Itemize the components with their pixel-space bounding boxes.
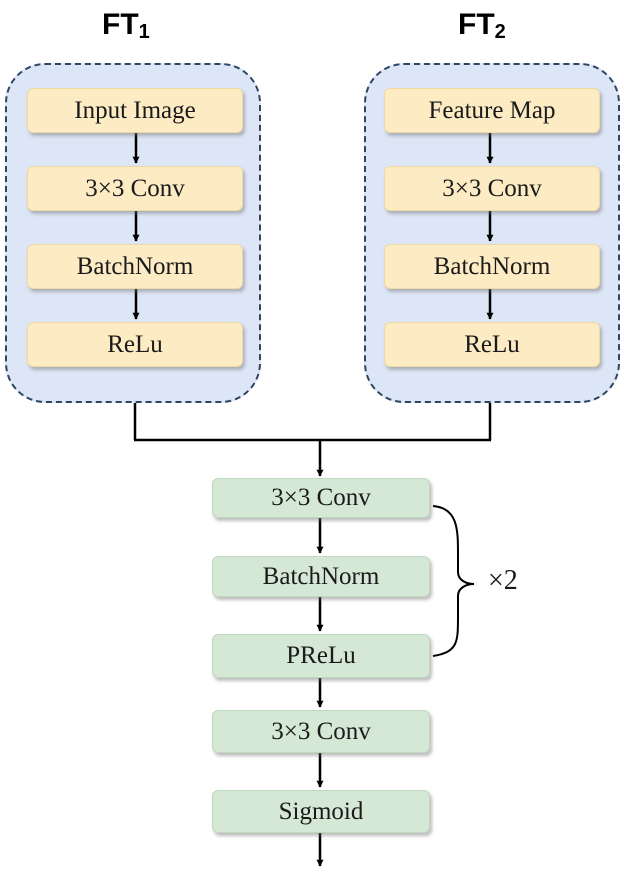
ft1-title: FT — [102, 8, 139, 41]
ft1-step-batchnorm: BatchNorm — [27, 244, 243, 289]
fusion-step-conv-2: 3×3 Conv — [212, 710, 430, 753]
ft2-subscript: 2 — [494, 21, 506, 43]
ft2-step-batchnorm: BatchNorm — [384, 244, 600, 289]
fusion-step-prelu: PReLu — [212, 634, 430, 678]
ft2-title: FT — [458, 8, 495, 41]
ft2-step-relu: ReLu — [384, 322, 600, 367]
fusion-step-conv-1: 3×3 Conv — [212, 478, 430, 518]
fusion-step-sigmoid: Sigmoid — [212, 790, 430, 833]
ft2-heading: FT2 — [458, 8, 506, 43]
ft1-step-input-image: Input Image — [27, 88, 243, 133]
ft1-subscript: 1 — [138, 21, 150, 43]
repeat-label: ×2 — [488, 565, 518, 596]
ft1-step-relu: ReLu — [27, 322, 243, 367]
ft1-step-conv: 3×3 Conv — [27, 166, 243, 211]
ft2-step-conv: 3×3 Conv — [384, 166, 600, 211]
ft1-heading: FT1 — [102, 8, 150, 43]
fusion-step-batchnorm: BatchNorm — [212, 556, 430, 597]
repeat-brace — [432, 505, 475, 657]
ft2-step-feature-map: Feature Map — [384, 88, 600, 133]
